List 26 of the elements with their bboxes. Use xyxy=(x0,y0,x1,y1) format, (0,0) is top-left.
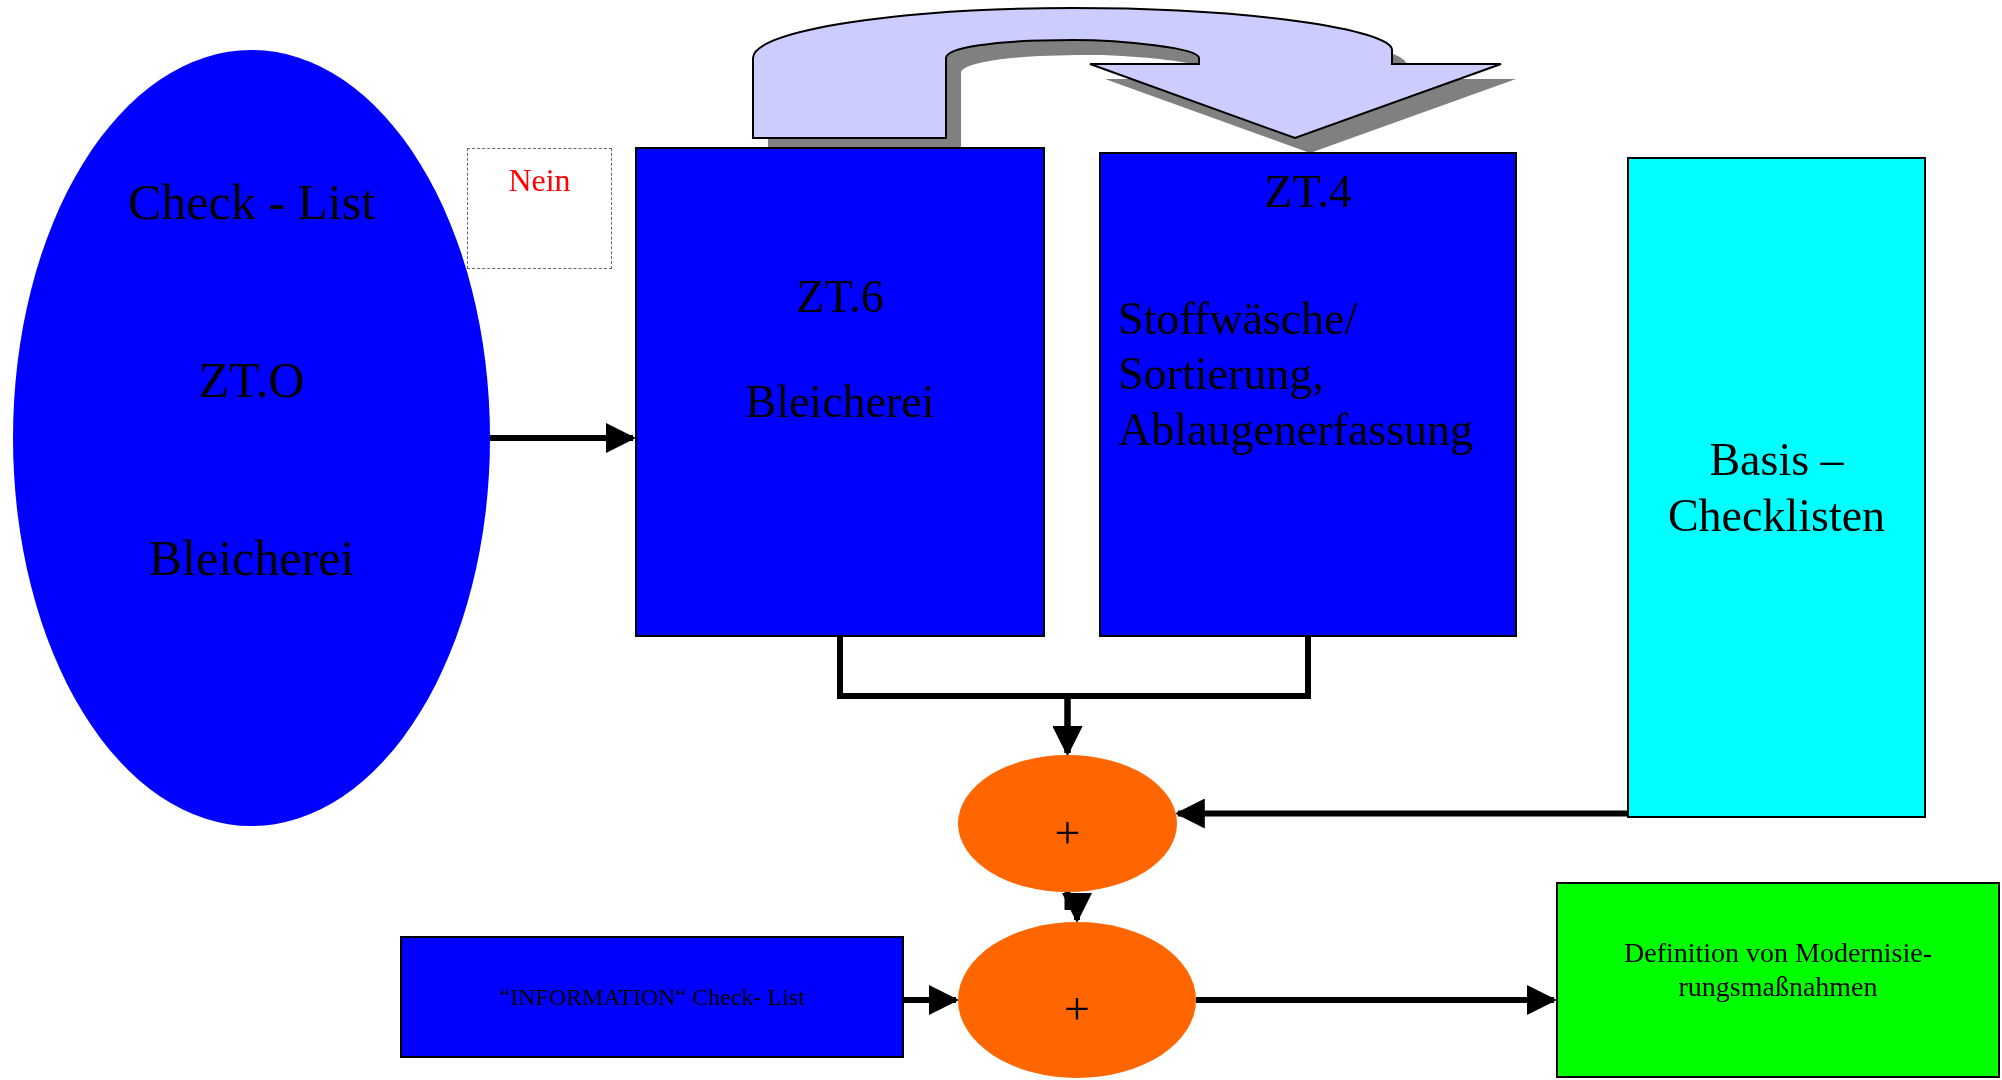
curved-block-arrow xyxy=(752,7,1516,153)
node-label: Basis – Checklisten xyxy=(1666,433,1887,543)
node-label: Check - List xyxy=(127,173,376,232)
arrow xyxy=(1174,798,1627,829)
arrow xyxy=(1062,892,1092,923)
arrow xyxy=(490,423,636,453)
node-label: + xyxy=(1064,982,1090,1037)
node-label: ZT.O xyxy=(198,351,305,410)
process-box xyxy=(635,147,1045,637)
process-box xyxy=(1099,152,1517,637)
dashed-box xyxy=(467,148,612,269)
process-box xyxy=(1556,882,2000,1078)
node-label: Bleicherei xyxy=(745,375,935,430)
node-label: + xyxy=(1054,805,1081,860)
process-box xyxy=(1627,157,1926,818)
node-label: Bleicherei xyxy=(148,529,355,588)
node-label: ZT.6 xyxy=(796,270,884,324)
node-label: ZT.4 xyxy=(1264,165,1352,219)
node-label: “INFORMATION“ Check- List xyxy=(499,982,805,1012)
node-label: Definition von Modernisie- rungsmaßnahmen xyxy=(1623,936,1933,1004)
node-label: Nein xyxy=(508,161,571,200)
node-label: Stoffwäsche/ Sortierung, Ablaugenerfassung xyxy=(1118,292,1475,457)
process-box xyxy=(400,936,904,1058)
arrow xyxy=(1196,985,1557,1015)
arrow xyxy=(1052,637,1311,756)
arrow xyxy=(904,985,959,1015)
